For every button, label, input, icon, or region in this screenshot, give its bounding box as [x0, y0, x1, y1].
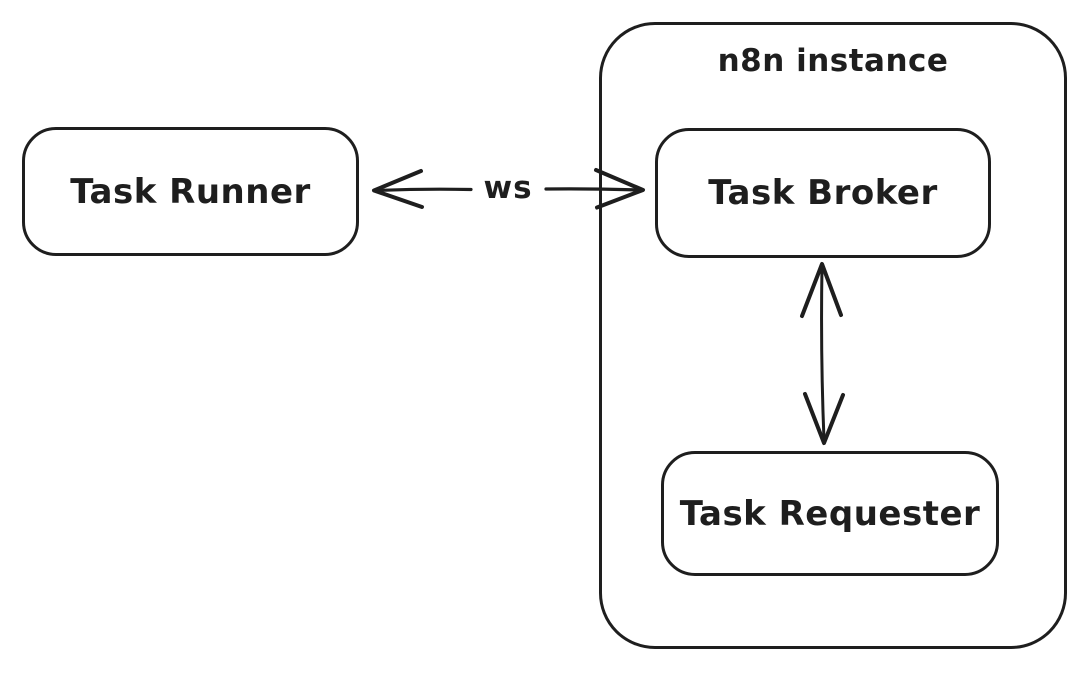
- task-broker-label: Task Broker: [708, 173, 938, 213]
- task-runner-label: Task Runner: [70, 171, 311, 212]
- task-runner-box: Task Runner: [22, 127, 359, 256]
- task-requester-label: Task Requester: [679, 493, 981, 534]
- task-requester-box: Task Requester: [661, 451, 999, 576]
- n8n-instance-box: n8n instance: [599, 22, 1067, 649]
- ws-arrow-label: ws: [483, 170, 533, 206]
- task-broker-box: Task Broker: [655, 128, 991, 258]
- n8n-instance-label: n8n instance: [717, 43, 949, 79]
